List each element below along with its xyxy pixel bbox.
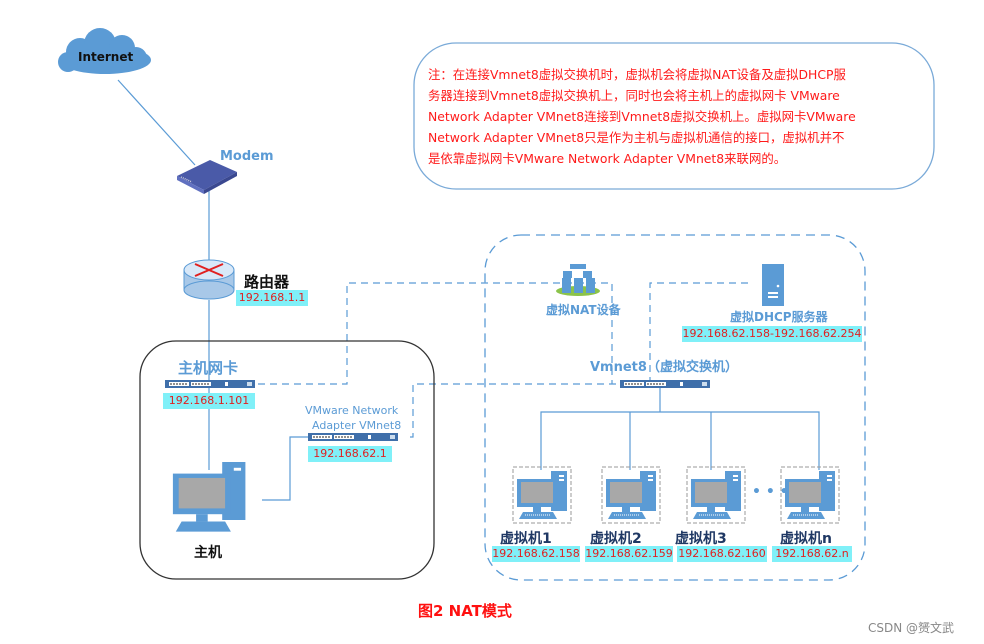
nat-device-label: 虚拟NAT设备 <box>546 303 621 317</box>
host-computer-icon <box>172 462 246 532</box>
note-text: 注：在连接Vmnet8虚拟交换机时，虚拟机会将虚拟NAT设备及虚拟DHCP服 务… <box>428 64 928 169</box>
router-label: 路由器 <box>244 273 290 291</box>
note-line: 注：在连接Vmnet8虚拟交换机时，虚拟机会将虚拟NAT设备及虚拟DHCP服 <box>428 67 846 82</box>
note-line: 务器连接到Vmnet8虚拟交换机上，同时也会将主机上的虚拟网卡 VMware <box>428 88 840 103</box>
ellipsis: • • • <box>752 484 789 500</box>
router-icon <box>183 259 235 300</box>
modem-label: Modem <box>220 149 274 164</box>
host-nic-ip: 192.168.1.101 <box>163 393 255 409</box>
vm-computer-icon <box>601 466 661 524</box>
vm-computer-icon <box>512 466 572 524</box>
cloud-icon <box>58 28 151 74</box>
dhcp-ip-range: 192.168.62.158-192.168.62.254 <box>682 326 862 342</box>
vm-ip: 192.168.62.160 <box>677 546 767 562</box>
figure-caption: 图2 NAT模式 <box>418 602 512 620</box>
note-line: Network Adapter VMnet8只是作为主机与虚拟机通信的接口，虚拟… <box>428 130 845 145</box>
router-ip: 192.168.1.1 <box>236 290 308 306</box>
vm-boundary <box>484 234 866 581</box>
note-line: Network Adapter VMnet8连接到Vmnet8虚拟交换机上。虚拟… <box>428 109 856 124</box>
watermark: CSDN @赟文武 <box>868 621 955 635</box>
vmnet8-adapter-label-2: Adapter VMnet8 <box>312 419 402 432</box>
vmnet8-adapter-label-1: VMware Network <box>305 404 399 417</box>
vm-label: 虚拟机3 <box>675 531 727 547</box>
virtual-switch-icon <box>619 379 711 389</box>
virtual-switch-label: Vmnet8（虚拟交换机） <box>590 360 738 375</box>
note-line: 是依靠虚拟网卡VMware Network Adapter VMnet8来联网的… <box>428 151 787 166</box>
nat-device-icon <box>556 264 600 296</box>
vm-label: 虚拟机n <box>780 531 832 547</box>
note-bubble <box>413 42 935 190</box>
vmnet8-adapter-ip: 192.168.62.1 <box>308 446 392 462</box>
host-nic-icon <box>164 379 256 389</box>
vm-computer-icon <box>780 466 840 524</box>
vm-ip: 192.168.62.158 <box>492 546 580 562</box>
host-nic-label: 主机网卡 <box>178 359 239 377</box>
vmnet8-adapter-icon <box>307 432 399 442</box>
modem-icon <box>177 160 237 194</box>
dhcp-server-icon <box>762 264 784 306</box>
vm-computer-icon <box>686 466 746 524</box>
virtual-connection-lines <box>258 282 752 438</box>
vm-label: 虚拟机1 <box>500 531 552 547</box>
host-label: 主机 <box>194 545 222 561</box>
vm-ip: 192.168.62.159 <box>585 546 673 562</box>
vm-label: 虚拟机2 <box>590 531 642 547</box>
vm-ip: 192.168.62.n <box>772 546 852 562</box>
host-boundary <box>139 340 435 580</box>
dhcp-server-label: 虚拟DHCP服务器 <box>730 310 828 324</box>
internet-label: Internet <box>78 50 134 64</box>
